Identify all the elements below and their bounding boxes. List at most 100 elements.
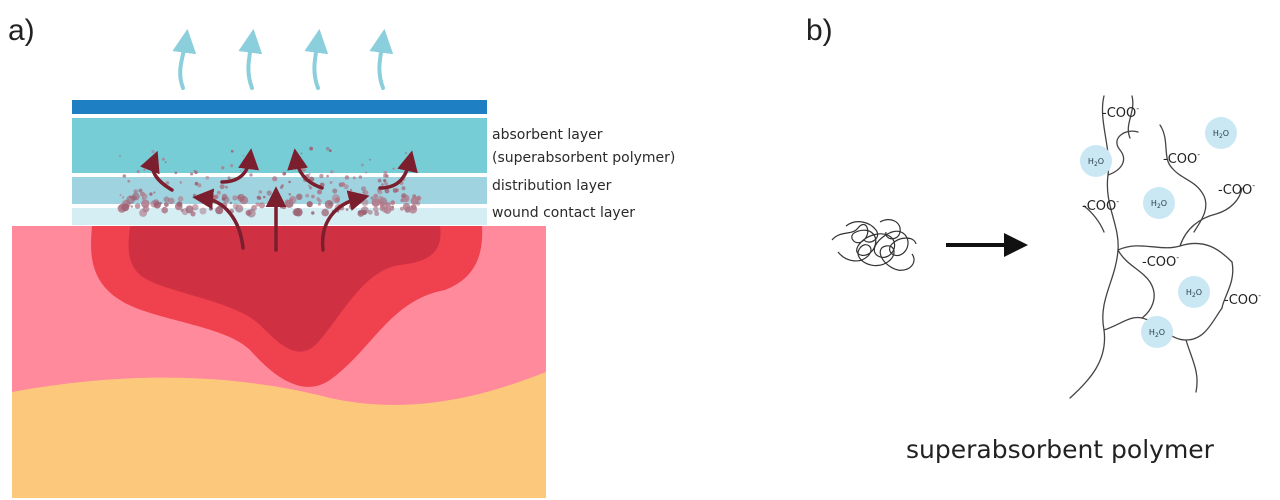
exudate-particle bbox=[149, 192, 153, 196]
exudate-particle bbox=[177, 196, 184, 202]
exudate-particle bbox=[289, 195, 297, 204]
layer-label-wound-contact: wound contact layer bbox=[492, 205, 635, 221]
exudate-particle bbox=[179, 181, 183, 184]
exudate-particle bbox=[377, 189, 383, 195]
exudate-particle bbox=[133, 189, 138, 194]
exudate-particle bbox=[348, 191, 354, 197]
exudate-particle bbox=[385, 174, 389, 178]
exudate-particle bbox=[176, 201, 182, 207]
exudate-particle bbox=[164, 161, 167, 164]
exudate-particle bbox=[153, 191, 156, 194]
exudate-particle bbox=[165, 181, 170, 185]
exudate-particle bbox=[247, 208, 256, 218]
exudate-particle bbox=[136, 170, 140, 173]
exudate-particle bbox=[330, 170, 334, 174]
exudate-particle bbox=[258, 202, 266, 209]
exudate-particle bbox=[161, 157, 165, 161]
exudate-particle bbox=[161, 206, 168, 214]
exudate-particle bbox=[263, 195, 266, 199]
exudate-particle bbox=[334, 197, 340, 204]
exudate-particle bbox=[380, 183, 384, 187]
exudate-particle bbox=[119, 155, 121, 158]
water-molecule: H2O bbox=[1080, 145, 1112, 177]
exudate-particle bbox=[288, 180, 291, 184]
layer-labels: absorbent layer (superabsorbent polymer)… bbox=[492, 127, 675, 221]
water-molecule: H2O bbox=[1178, 276, 1210, 308]
svg-text:H2O: H2O bbox=[1213, 129, 1229, 140]
exudate-particle bbox=[119, 194, 122, 197]
exudate-arrow bbox=[192, 188, 245, 250]
exudate-particle bbox=[349, 188, 353, 192]
exudate-particle bbox=[134, 203, 141, 209]
exudate-particle bbox=[311, 194, 315, 199]
exudate-particle bbox=[240, 169, 242, 171]
vapor-arrow bbox=[172, 28, 197, 90]
exudate-particle bbox=[227, 176, 231, 180]
water-molecule: H2O bbox=[1141, 316, 1173, 348]
carboxylate-label: -COO- bbox=[1224, 291, 1261, 308]
exudate-particle bbox=[214, 194, 219, 199]
carboxylate-labels: -COO- -COO- -COO- -COO- -COO- -COO- bbox=[1082, 104, 1261, 308]
exudate-particle bbox=[332, 188, 338, 194]
exudate-particle bbox=[328, 149, 332, 153]
exudate-particle bbox=[185, 205, 194, 214]
exudate-arrows bbox=[140, 148, 418, 252]
exudate-particle bbox=[215, 206, 224, 215]
exudate-particle bbox=[266, 190, 272, 196]
layer-label-absorbent: absorbent layer bbox=[492, 127, 603, 143]
exudate-particle bbox=[392, 188, 398, 193]
water-molecule: H2O bbox=[1143, 187, 1175, 219]
svg-text:H2O: H2O bbox=[1149, 328, 1165, 339]
exudate-particle bbox=[305, 193, 310, 198]
exudate-particle bbox=[153, 201, 161, 209]
panel-a-label: a) bbox=[8, 14, 35, 47]
exudate-arrow bbox=[287, 148, 324, 190]
exudate-particle bbox=[167, 197, 175, 205]
exudate-particle bbox=[329, 181, 333, 184]
vapor-arrows bbox=[172, 28, 394, 90]
exudate-particle bbox=[328, 201, 333, 207]
exudate-particle bbox=[390, 200, 396, 205]
exudate-particle bbox=[325, 146, 330, 151]
svg-text:H2O: H2O bbox=[1088, 157, 1104, 168]
exudate-particle bbox=[190, 172, 194, 176]
exudate-particle bbox=[370, 196, 374, 200]
exudate-particle bbox=[229, 201, 233, 205]
exudate-particle bbox=[209, 206, 213, 211]
vapor-arrow bbox=[304, 28, 329, 90]
carboxylate-label: -COO- bbox=[1218, 181, 1255, 198]
exudate-particle bbox=[391, 205, 395, 209]
exudate-particle bbox=[127, 179, 131, 183]
exudate-particle bbox=[288, 193, 292, 196]
wound-inner bbox=[128, 226, 441, 352]
exudate-particle bbox=[121, 196, 125, 199]
exudate-particle bbox=[383, 170, 388, 175]
exudate-particle bbox=[294, 207, 303, 217]
svg-text:H2O: H2O bbox=[1151, 199, 1167, 210]
exudate-particle bbox=[401, 193, 407, 199]
water-molecule: H2O bbox=[1205, 117, 1237, 149]
exudate-particle bbox=[317, 189, 322, 195]
panel-b-label: b) bbox=[806, 14, 833, 47]
exudate-particle bbox=[230, 150, 234, 153]
exudate-particle bbox=[381, 206, 389, 213]
water-molecules: H2O H2O H2O H2O H2O bbox=[1080, 117, 1237, 348]
exudate-particle bbox=[317, 202, 321, 206]
exudate-particle bbox=[377, 178, 382, 183]
exudate-particle bbox=[358, 175, 363, 179]
exudate-particle bbox=[164, 202, 169, 208]
fat-layer bbox=[12, 372, 546, 498]
carboxylate-label: -COO- bbox=[1082, 197, 1119, 214]
exudate-particle bbox=[326, 174, 329, 178]
exudate-particle bbox=[374, 211, 380, 217]
top-film bbox=[72, 100, 487, 114]
exudate-particle bbox=[348, 203, 355, 210]
exudate-particle bbox=[192, 193, 197, 197]
carboxylate-label: -COO- bbox=[1142, 253, 1179, 270]
carboxylate-label: -COO- bbox=[1102, 104, 1139, 121]
exudate-particle bbox=[410, 196, 419, 205]
exudate-particle bbox=[141, 199, 150, 208]
exudate-particle bbox=[163, 196, 170, 203]
exudate-particle bbox=[361, 199, 369, 207]
